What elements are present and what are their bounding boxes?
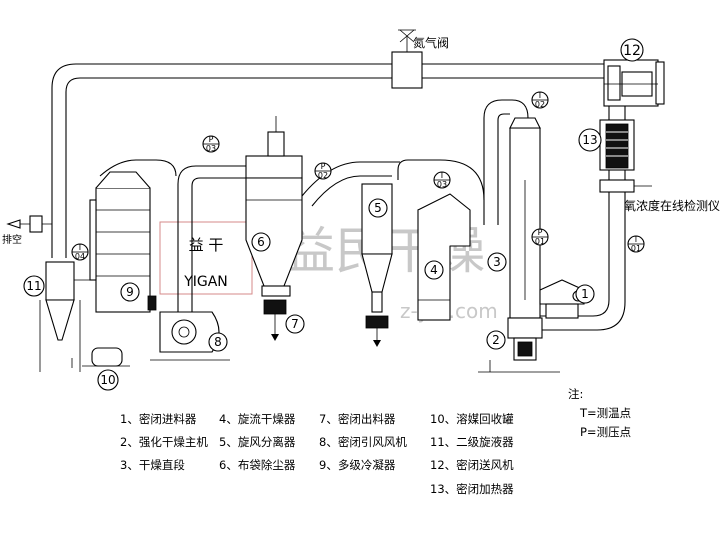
equipment-number-7: 7 [291,317,299,331]
equipment-numbers: 1 2 3 4 5 6 7 8 9 10 11 12 13 [23,38,644,391]
point-t04-type: T [77,243,83,252]
point-p03-type: P [209,135,214,144]
equipment-8-fan [150,311,230,361]
watermark-logo-bottom: YIGAN [183,274,228,290]
equipment-13-heater: 氧浓度在线检测仪 [536,106,720,331]
legend-item-2: 2、强化干燥主机 [120,435,208,449]
nitrogen-valve-label: 氮气阀 [413,35,449,50]
legend-item-12: 12、密闭送风机 [430,458,514,472]
point-p01-type: P [538,228,543,237]
notes-title: 注: [568,387,583,401]
equipment-2-main-dryer [478,317,560,373]
point-t02-type: T [537,91,543,100]
notes-p-definition: P=测压点 [580,425,631,439]
equipment-10-solvent-tank [71,347,130,368]
equipment-number-13: 13 [582,133,597,147]
equipment-number-5: 5 [374,201,382,215]
legend-item-6: 6、布袋除尘器 [219,458,296,472]
watermark-logo-top: 益 干 [189,236,224,254]
equipment-number-3: 3 [493,255,501,269]
point-t01-id: 01 [631,244,641,253]
equipment-number-10: 10 [100,373,115,387]
vent-label: 排空 [2,233,22,246]
legend-item-4: 4、旋流干燥器 [219,412,296,426]
equipment-number-4: 4 [430,263,438,277]
equipment-3-drying-column [483,99,541,319]
legend-item-5: 5、旋风分离器 [219,435,296,449]
oxygen-detector-body [599,179,635,193]
duct-filter-to-fan [177,165,246,312]
legend: 1、密闭进料器 2、强化干燥主机 3、干燥直段 4、旋流干燥器 5、旋风分离器 … [120,412,514,496]
oxygen-detector-label: 氧浓度在线检测仪 [624,198,720,213]
legend-item-9: 9、多级冷凝器 [319,458,396,472]
measurement-points: P 03 P 02 T 03 T 02 P 01 T 01 T 04 [71,91,645,261]
legend-item-13: 13、密闭加热器 [430,482,514,496]
point-p02-id: 02 [318,171,328,180]
legend-item-7: 7、密闭出料器 [319,412,396,426]
notes-t-definition: T=测温点 [579,406,631,420]
legend-item-11: 11、二级旋液器 [430,435,514,449]
equipment-number-9: 9 [126,285,134,299]
equipment-6-bag-filter [245,116,303,341]
point-p02-type: P [321,162,326,171]
equipment-number-1: 1 [581,287,589,301]
watermark-logo-box [159,221,253,295]
equipment-5-cyclone [301,161,400,347]
equipment-number-6: 6 [257,235,265,249]
equipment-number-11: 11 [26,279,41,293]
point-p01-id: 01 [535,237,545,246]
nitrogen-valve-body [391,51,423,89]
legend-item-10: 10、溶媒回收罐 [430,412,514,426]
point-t03-id: 03 [437,180,447,189]
point-p03-id: 03 [206,144,216,153]
point-t01-type: T [633,235,639,244]
equipment-4-cyclone-dryer [397,159,485,321]
equipment-number-12: 12 [623,43,641,59]
point-t02-id: 02 [535,100,545,109]
point-t03-type: T [439,171,445,180]
equipment-number-8: 8 [214,335,222,349]
equipment-12-blower [603,59,665,107]
top-return-duct: 氮气阀 [51,29,606,258]
equipment-11-secondary-cyclone [6,215,96,372]
legend-item-8: 8、密闭引风风机 [319,435,407,449]
legend-item-1: 1、密闭进料器 [120,412,197,426]
notes: 注: T=测温点 P=测压点 [568,387,631,439]
equipment-number-2: 2 [492,333,500,347]
legend-item-3: 3、干燥直段 [120,458,185,472]
point-t04-id: 04 [75,252,85,261]
